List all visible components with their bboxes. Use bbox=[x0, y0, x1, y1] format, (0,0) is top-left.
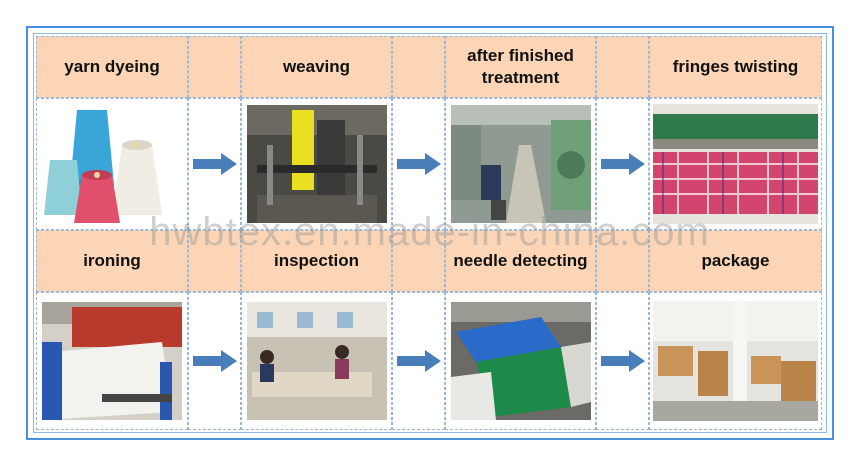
flow-arrow bbox=[188, 292, 241, 430]
header-spacer bbox=[392, 230, 445, 292]
step-label-yarn-dyeing: yarn dyeing bbox=[36, 36, 188, 98]
flow-arrow bbox=[596, 292, 649, 430]
step-image-yarn-dyeing bbox=[36, 98, 188, 230]
flow-arrow bbox=[188, 98, 241, 230]
step-image-after-finished-treatment bbox=[445, 98, 596, 230]
step-image-inspection bbox=[241, 292, 392, 430]
right-arrow-icon bbox=[396, 350, 441, 372]
step-image-needle-detecting bbox=[445, 292, 596, 430]
step-label-inspection: inspection bbox=[241, 230, 392, 292]
outer-frame bbox=[26, 26, 834, 440]
step-label-fringes-twisting: fringes twisting bbox=[649, 36, 822, 98]
header-spacer bbox=[188, 36, 241, 98]
header-spacer bbox=[188, 230, 241, 292]
step-label-package: package bbox=[649, 230, 822, 292]
step-label-needle-detecting: needle detecting bbox=[445, 230, 596, 292]
ironing-machine-photo bbox=[42, 302, 182, 420]
right-arrow-icon bbox=[396, 153, 441, 175]
warehouse-boxes-photo bbox=[653, 301, 818, 421]
right-arrow-icon bbox=[600, 350, 645, 372]
finishing-machines-photo bbox=[450, 105, 591, 223]
step-label-weaving: weaving bbox=[241, 36, 392, 98]
step-image-fringes-twisting bbox=[649, 98, 822, 230]
step-label-after-finished-treatment: after finished treatment bbox=[445, 36, 596, 98]
step-label-ironing: ironing bbox=[36, 230, 188, 292]
header-spacer bbox=[392, 36, 445, 98]
needle-detector-photo bbox=[450, 302, 591, 420]
flow-arrow bbox=[596, 98, 649, 230]
header-spacer bbox=[596, 36, 649, 98]
flow-arrow bbox=[392, 98, 445, 230]
flow-arrow bbox=[392, 292, 445, 430]
process-grid: yarn dyeing weaving after finished treat… bbox=[36, 36, 822, 430]
step-image-ironing bbox=[36, 292, 188, 430]
right-arrow-icon bbox=[192, 350, 237, 372]
right-arrow-icon bbox=[192, 153, 237, 175]
inner-frame bbox=[33, 33, 827, 433]
header-spacer bbox=[596, 230, 649, 292]
yarn-cones-photo bbox=[42, 105, 182, 223]
step-image-package bbox=[649, 292, 822, 430]
inspection-workshop-photo bbox=[246, 302, 387, 420]
step-image-weaving bbox=[241, 98, 392, 230]
right-arrow-icon bbox=[600, 153, 645, 175]
plaid-fabric-photo bbox=[653, 104, 818, 224]
loom-photo bbox=[246, 105, 387, 223]
